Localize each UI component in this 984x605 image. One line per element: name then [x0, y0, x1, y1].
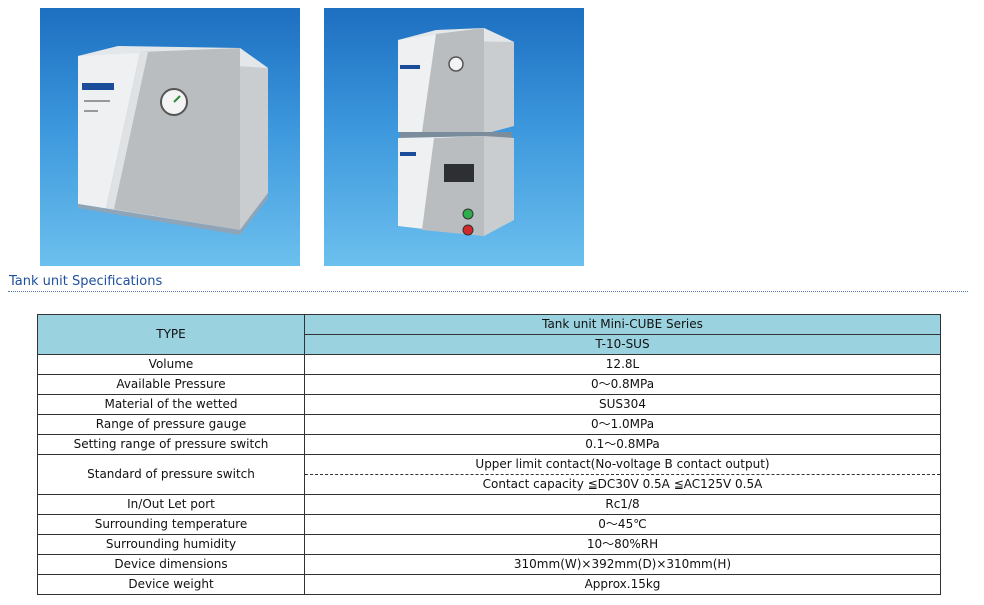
row-label: Device dimensions	[37, 554, 305, 575]
table-row: Device dimensions 310mm(W)×392mm(D)×310m…	[37, 554, 941, 575]
table-header-row: T-10-SUS	[38, 334, 941, 355]
row-value: 10～80%RH	[304, 534, 941, 555]
table-row: Volume 12.8L	[37, 354, 941, 375]
row-label: Setting range of pressure switch	[37, 434, 305, 455]
type-label: TYPE	[37, 314, 305, 355]
table-row: Device weight Approx.15kg	[37, 574, 941, 595]
table-row: Surrounding temperature 0～45℃	[37, 514, 941, 535]
row-label: Available Pressure	[37, 374, 305, 395]
row-value: 12.8L	[304, 354, 941, 375]
row-value: 0～0.8MPa	[304, 374, 941, 395]
product-photo-single	[40, 8, 300, 266]
row-value: 0～1.0MPa	[304, 414, 941, 435]
row-label: In/Out Let port	[37, 494, 305, 515]
row-value: Upper limit contact(No-voltage B contact…	[304, 454, 941, 475]
row-label: Material of the wetted	[37, 394, 305, 415]
table-row: Available Pressure 0～0.8MPa	[37, 374, 941, 395]
table-header-row: TYPE Tank unit Mini-CUBE Series	[37, 314, 941, 355]
row-label: Surrounding humidity	[37, 534, 305, 555]
model-name: T-10-SUS	[304, 334, 941, 355]
row-label: Surrounding temperature	[37, 514, 305, 535]
section-title: Tank unit Specifications	[9, 274, 163, 289]
row-label: Volume	[37, 354, 305, 375]
table-row: Material of the wetted SUS304	[37, 394, 941, 415]
row-value: 310mm(W)×392mm(D)×310mm(H)	[304, 554, 941, 575]
table-row: Setting range of pressure switch 0.1～0.8…	[37, 434, 941, 455]
series-name: Tank unit Mini-CUBE Series	[304, 314, 941, 335]
row-label: Standard of pressure switch	[37, 454, 305, 495]
row-value: Approx.15kg	[304, 574, 941, 595]
row-label: Range of pressure gauge	[37, 414, 305, 435]
section-divider	[8, 291, 968, 292]
table-row: In/Out Let port Rc1/8	[37, 494, 941, 515]
row-value: Contact capacity ≦DC30V 0.5A ≦AC125V 0.5…	[304, 474, 941, 495]
row-label: Device weight	[37, 574, 305, 595]
spec-table: TYPE Tank unit Mini-CUBE Series T-10-SUS…	[37, 314, 941, 595]
table-row: Range of pressure gauge 0～1.0MPa	[37, 414, 941, 435]
row-value: 0.1～0.8MPa	[304, 434, 941, 455]
row-value: 0～45℃	[304, 514, 941, 535]
table-row: Standard of pressure switch Upper limit …	[37, 454, 941, 495]
row-value: SUS304	[304, 394, 941, 415]
product-photo-stacked	[324, 8, 584, 266]
table-row: Surrounding humidity 10～80%RH	[37, 534, 941, 555]
row-value: Rc1/8	[304, 494, 941, 515]
